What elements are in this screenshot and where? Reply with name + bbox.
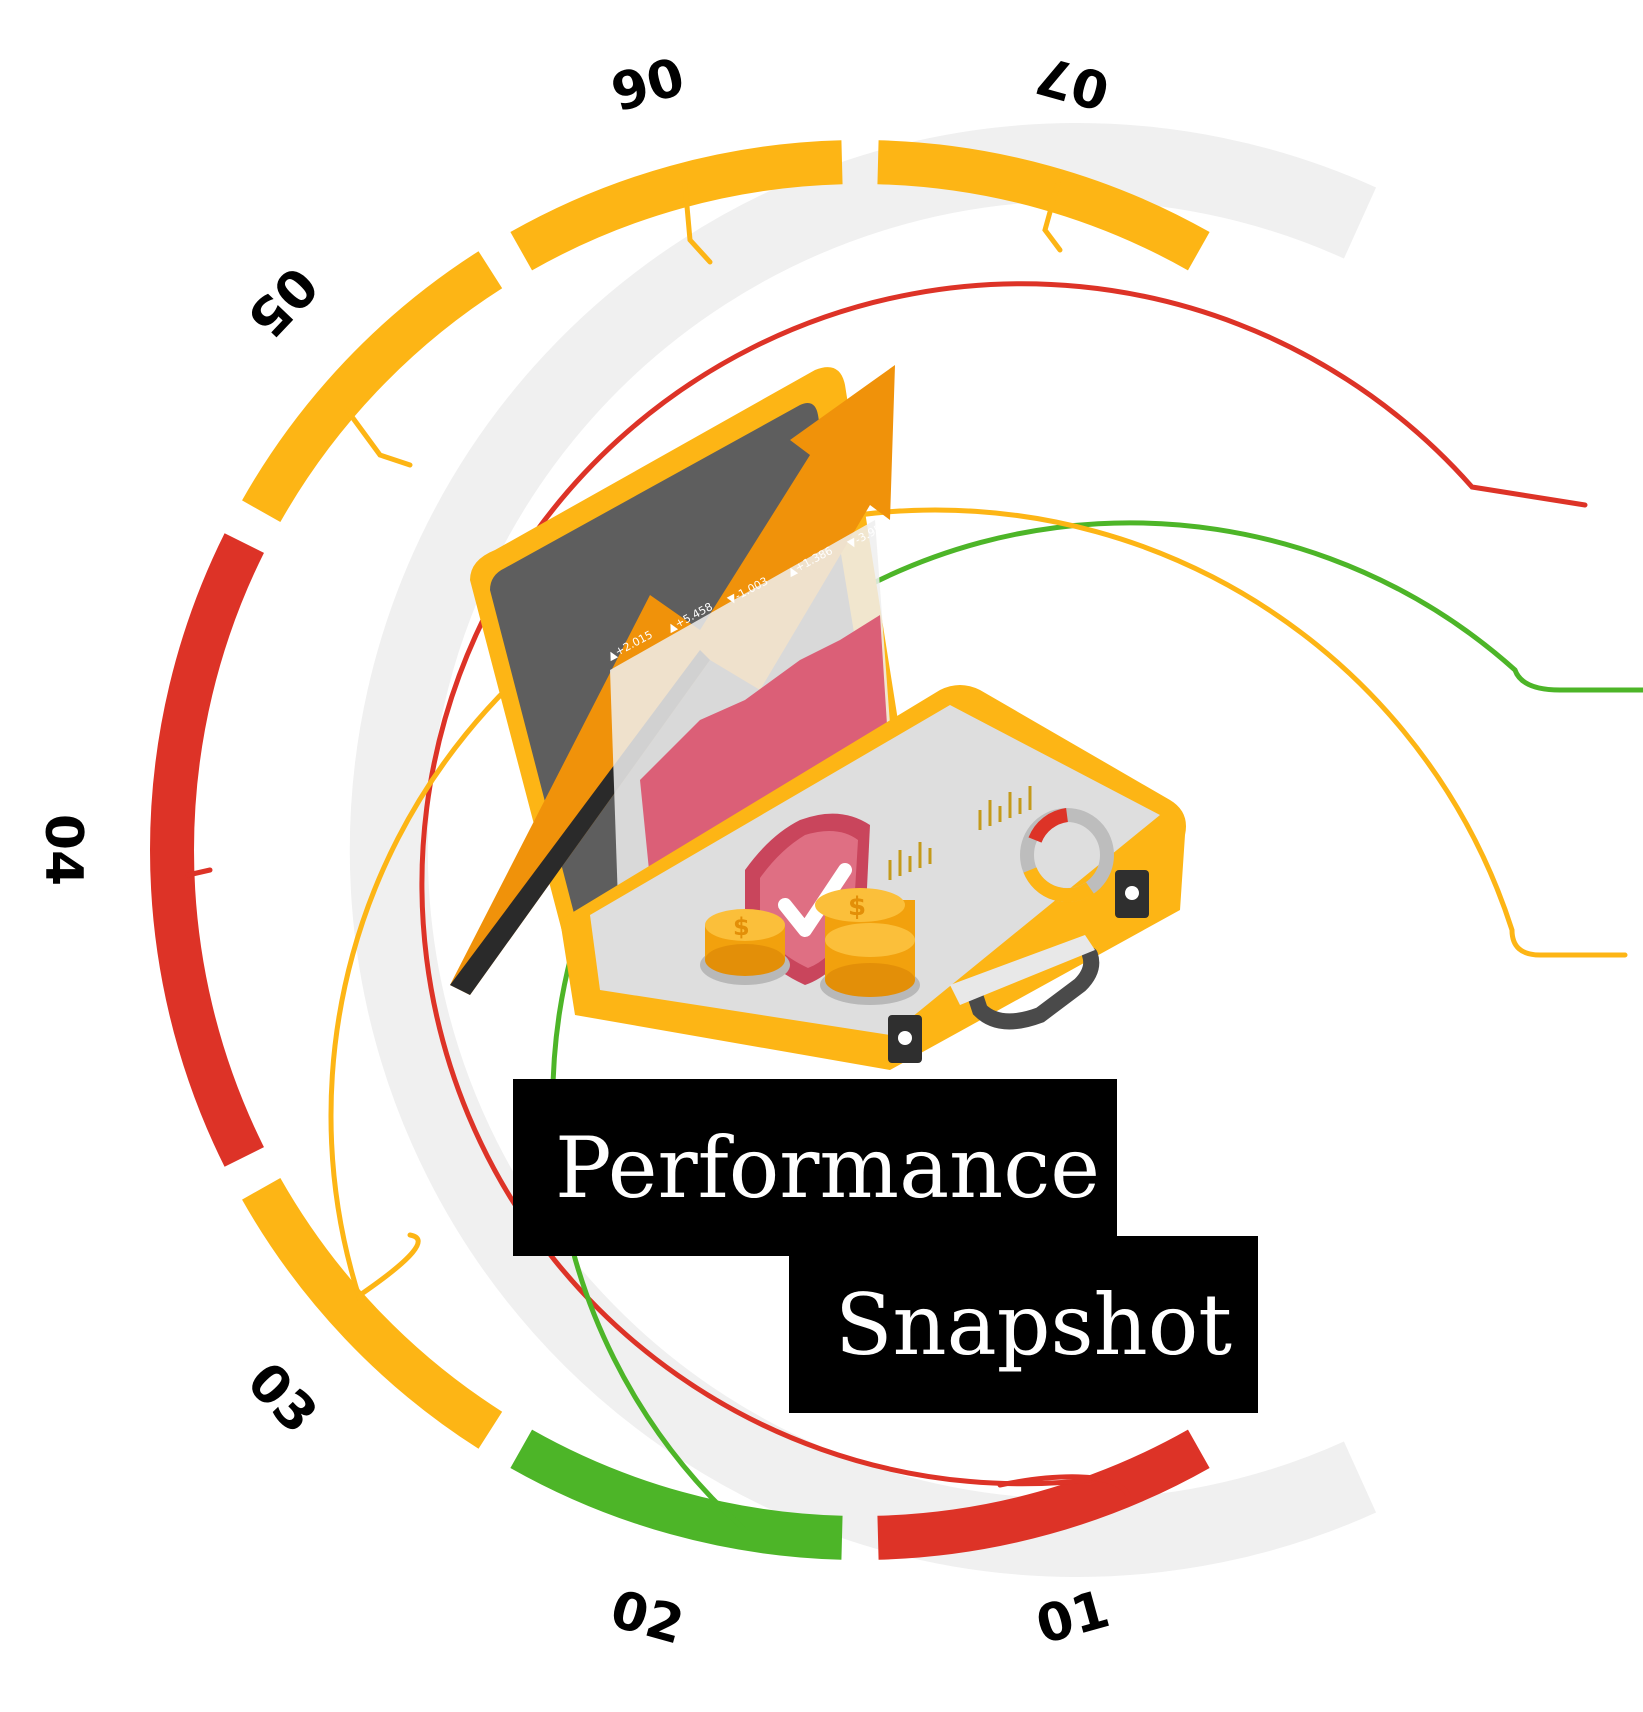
segment-label-05: 05 bbox=[235, 254, 328, 348]
orange-spur-03 bbox=[357, 1232, 421, 1298]
mini-bar-chart bbox=[888, 786, 1032, 880]
svg-text:$: $ bbox=[733, 913, 750, 941]
segment-arcs bbox=[150, 140, 1210, 1560]
segment-arc-03 bbox=[242, 1177, 503, 1449]
segment-arc-02 bbox=[510, 1429, 843, 1560]
segment-label-03: 03 bbox=[235, 1352, 328, 1446]
title-line-2: Snapshot bbox=[789, 1236, 1258, 1413]
red-spur-01 bbox=[997, 1474, 1131, 1498]
segment-label-02: 02 bbox=[604, 1579, 690, 1656]
orange-spur-06 bbox=[682, 181, 713, 265]
segment-labels: 01 02 03 04 05 06 07 bbox=[33, 43, 1116, 1656]
briefcase-handle-mount bbox=[950, 935, 1095, 1005]
title-text-2: Snapshot bbox=[835, 1275, 1233, 1374]
segment-arc-05 bbox=[242, 251, 503, 523]
segment-arc-04 bbox=[150, 533, 264, 1167]
briefcase-handle bbox=[967, 947, 1100, 1030]
orange-spur-07 bbox=[1042, 173, 1063, 253]
gauge-fill-orange bbox=[1023, 867, 1094, 903]
orange-spur-05 bbox=[344, 407, 413, 468]
title-line-1: Performance bbox=[513, 1079, 1117, 1256]
segment-arc-01 bbox=[877, 1429, 1210, 1560]
coin-stack-icon: $ bbox=[700, 909, 790, 985]
gauge-fill-red bbox=[1028, 808, 1069, 843]
red-connector-line bbox=[419, 281, 1588, 1487]
segment-label-07: 07 bbox=[1030, 43, 1116, 120]
segment-arc-07 bbox=[877, 140, 1210, 271]
segment-label-01: 01 bbox=[1030, 1579, 1116, 1656]
check-mark bbox=[778, 863, 852, 937]
segment-label-06: 06 bbox=[604, 43, 690, 120]
coin-stack-icon-2: $ bbox=[815, 888, 920, 1005]
briefcase-illustration: ▲+2.015▲+5.458▼-1.003▲+1.386▼-3.953 $ bbox=[450, 365, 1186, 1070]
svg-text:$: $ bbox=[848, 892, 866, 922]
segment-arc-06 bbox=[510, 140, 843, 271]
red-spur-04 bbox=[185, 867, 213, 878]
title-text-1: Performance bbox=[555, 1118, 1101, 1217]
segment-label-04: 04 bbox=[33, 814, 93, 886]
